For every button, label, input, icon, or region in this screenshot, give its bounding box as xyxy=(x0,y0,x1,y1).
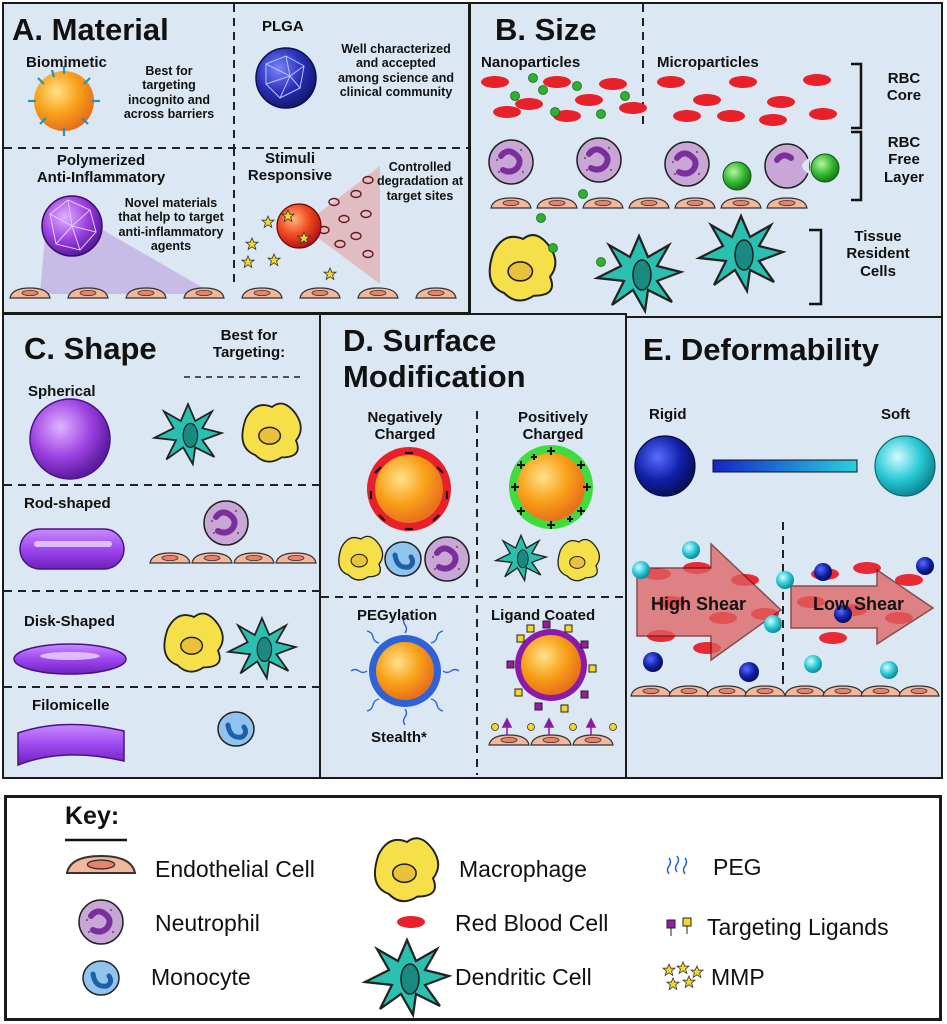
key-mmp-label: MMP xyxy=(711,964,765,990)
endothelial-layer-b xyxy=(490,197,808,209)
key-monocyte-icon xyxy=(83,961,119,995)
polymerized-particle xyxy=(41,195,103,257)
rigid-label: Rigid xyxy=(649,406,687,423)
key-title: Key: xyxy=(65,802,120,830)
key-neutrophil-label: Neutrophil xyxy=(155,910,260,936)
key-macrophage-icon xyxy=(373,837,440,903)
disk-shaped-label: Disk-Shaped xyxy=(24,613,115,630)
panel-e-title: E. Deformability xyxy=(643,332,879,367)
pegylation-label: PEGylation xyxy=(357,607,438,624)
key-ligand-label: Targeting Ligands xyxy=(707,914,889,940)
panel-a-title: A. Material xyxy=(12,12,169,47)
rigid-particle xyxy=(634,435,696,497)
rbc-core-micro xyxy=(657,74,837,126)
soft-particle xyxy=(874,435,936,497)
plga-particle xyxy=(255,47,317,109)
key-dendritic-icon xyxy=(363,938,451,1017)
biomimetic-label: Biomimetic xyxy=(26,54,107,71)
panel-b-title: B. Size xyxy=(495,12,597,47)
panel-material-art xyxy=(4,4,468,299)
stealth-label: Stealth* xyxy=(371,729,427,746)
key-ligand-icon xyxy=(666,917,692,936)
biomimetic-particle xyxy=(28,66,100,136)
key-mmp-icon xyxy=(662,961,704,990)
key-endothelial-icon xyxy=(65,854,137,875)
key-dendritic-label: Dendritic Cell xyxy=(455,964,592,990)
soft-label: Soft xyxy=(881,406,911,423)
endothelial-layer-d xyxy=(488,734,614,746)
stimuli-particle xyxy=(276,203,322,249)
spherical-label: Spherical xyxy=(28,383,96,400)
legend-key: Key: Endothelial Cell Neutrophil Monocyt… xyxy=(4,795,942,1021)
panel-size-art xyxy=(481,4,863,313)
rod-shaped-label: Rod-shaped xyxy=(24,495,111,512)
ligand-coated-label: Ligand Coated xyxy=(491,607,596,624)
high-shear-label: High Shear xyxy=(651,594,747,614)
endothelial-layer-e xyxy=(630,685,940,697)
spherical-particle xyxy=(29,398,111,480)
endothelial-layer-a xyxy=(9,287,457,299)
panel-deformability-art xyxy=(630,435,940,697)
panel-shape-art xyxy=(4,376,319,767)
plga-label: PLGA xyxy=(262,18,304,35)
panel-c-title: C. Shape xyxy=(24,331,157,366)
panel-surface-art xyxy=(321,411,625,775)
nanoparticles-label: Nanoparticles xyxy=(481,54,581,71)
panel-deformability: E. Deformability Rigid Soft High Shear L… xyxy=(625,316,943,779)
key-peg-label: PEG xyxy=(713,854,762,880)
key-endothelial-label: Endothelial Cell xyxy=(155,856,315,882)
microparticles-label: Microparticles xyxy=(657,54,759,71)
low-shear-label: Low Shear xyxy=(813,594,905,614)
key-macrophage-label: Macrophage xyxy=(459,856,587,882)
key-rbc-label: Red Blood Cell xyxy=(455,910,609,936)
filomicelle-label: Filomicelle xyxy=(32,697,110,714)
legend-key-art xyxy=(65,837,704,1017)
key-rbc-icon xyxy=(397,916,425,928)
key-peg-icon xyxy=(666,855,688,875)
panel-size: B. Size Nanoparticles Microparticles RBC… xyxy=(469,2,943,318)
key-neutrophil-icon xyxy=(79,900,123,944)
key-monocyte-label: Monocyte xyxy=(151,964,251,990)
